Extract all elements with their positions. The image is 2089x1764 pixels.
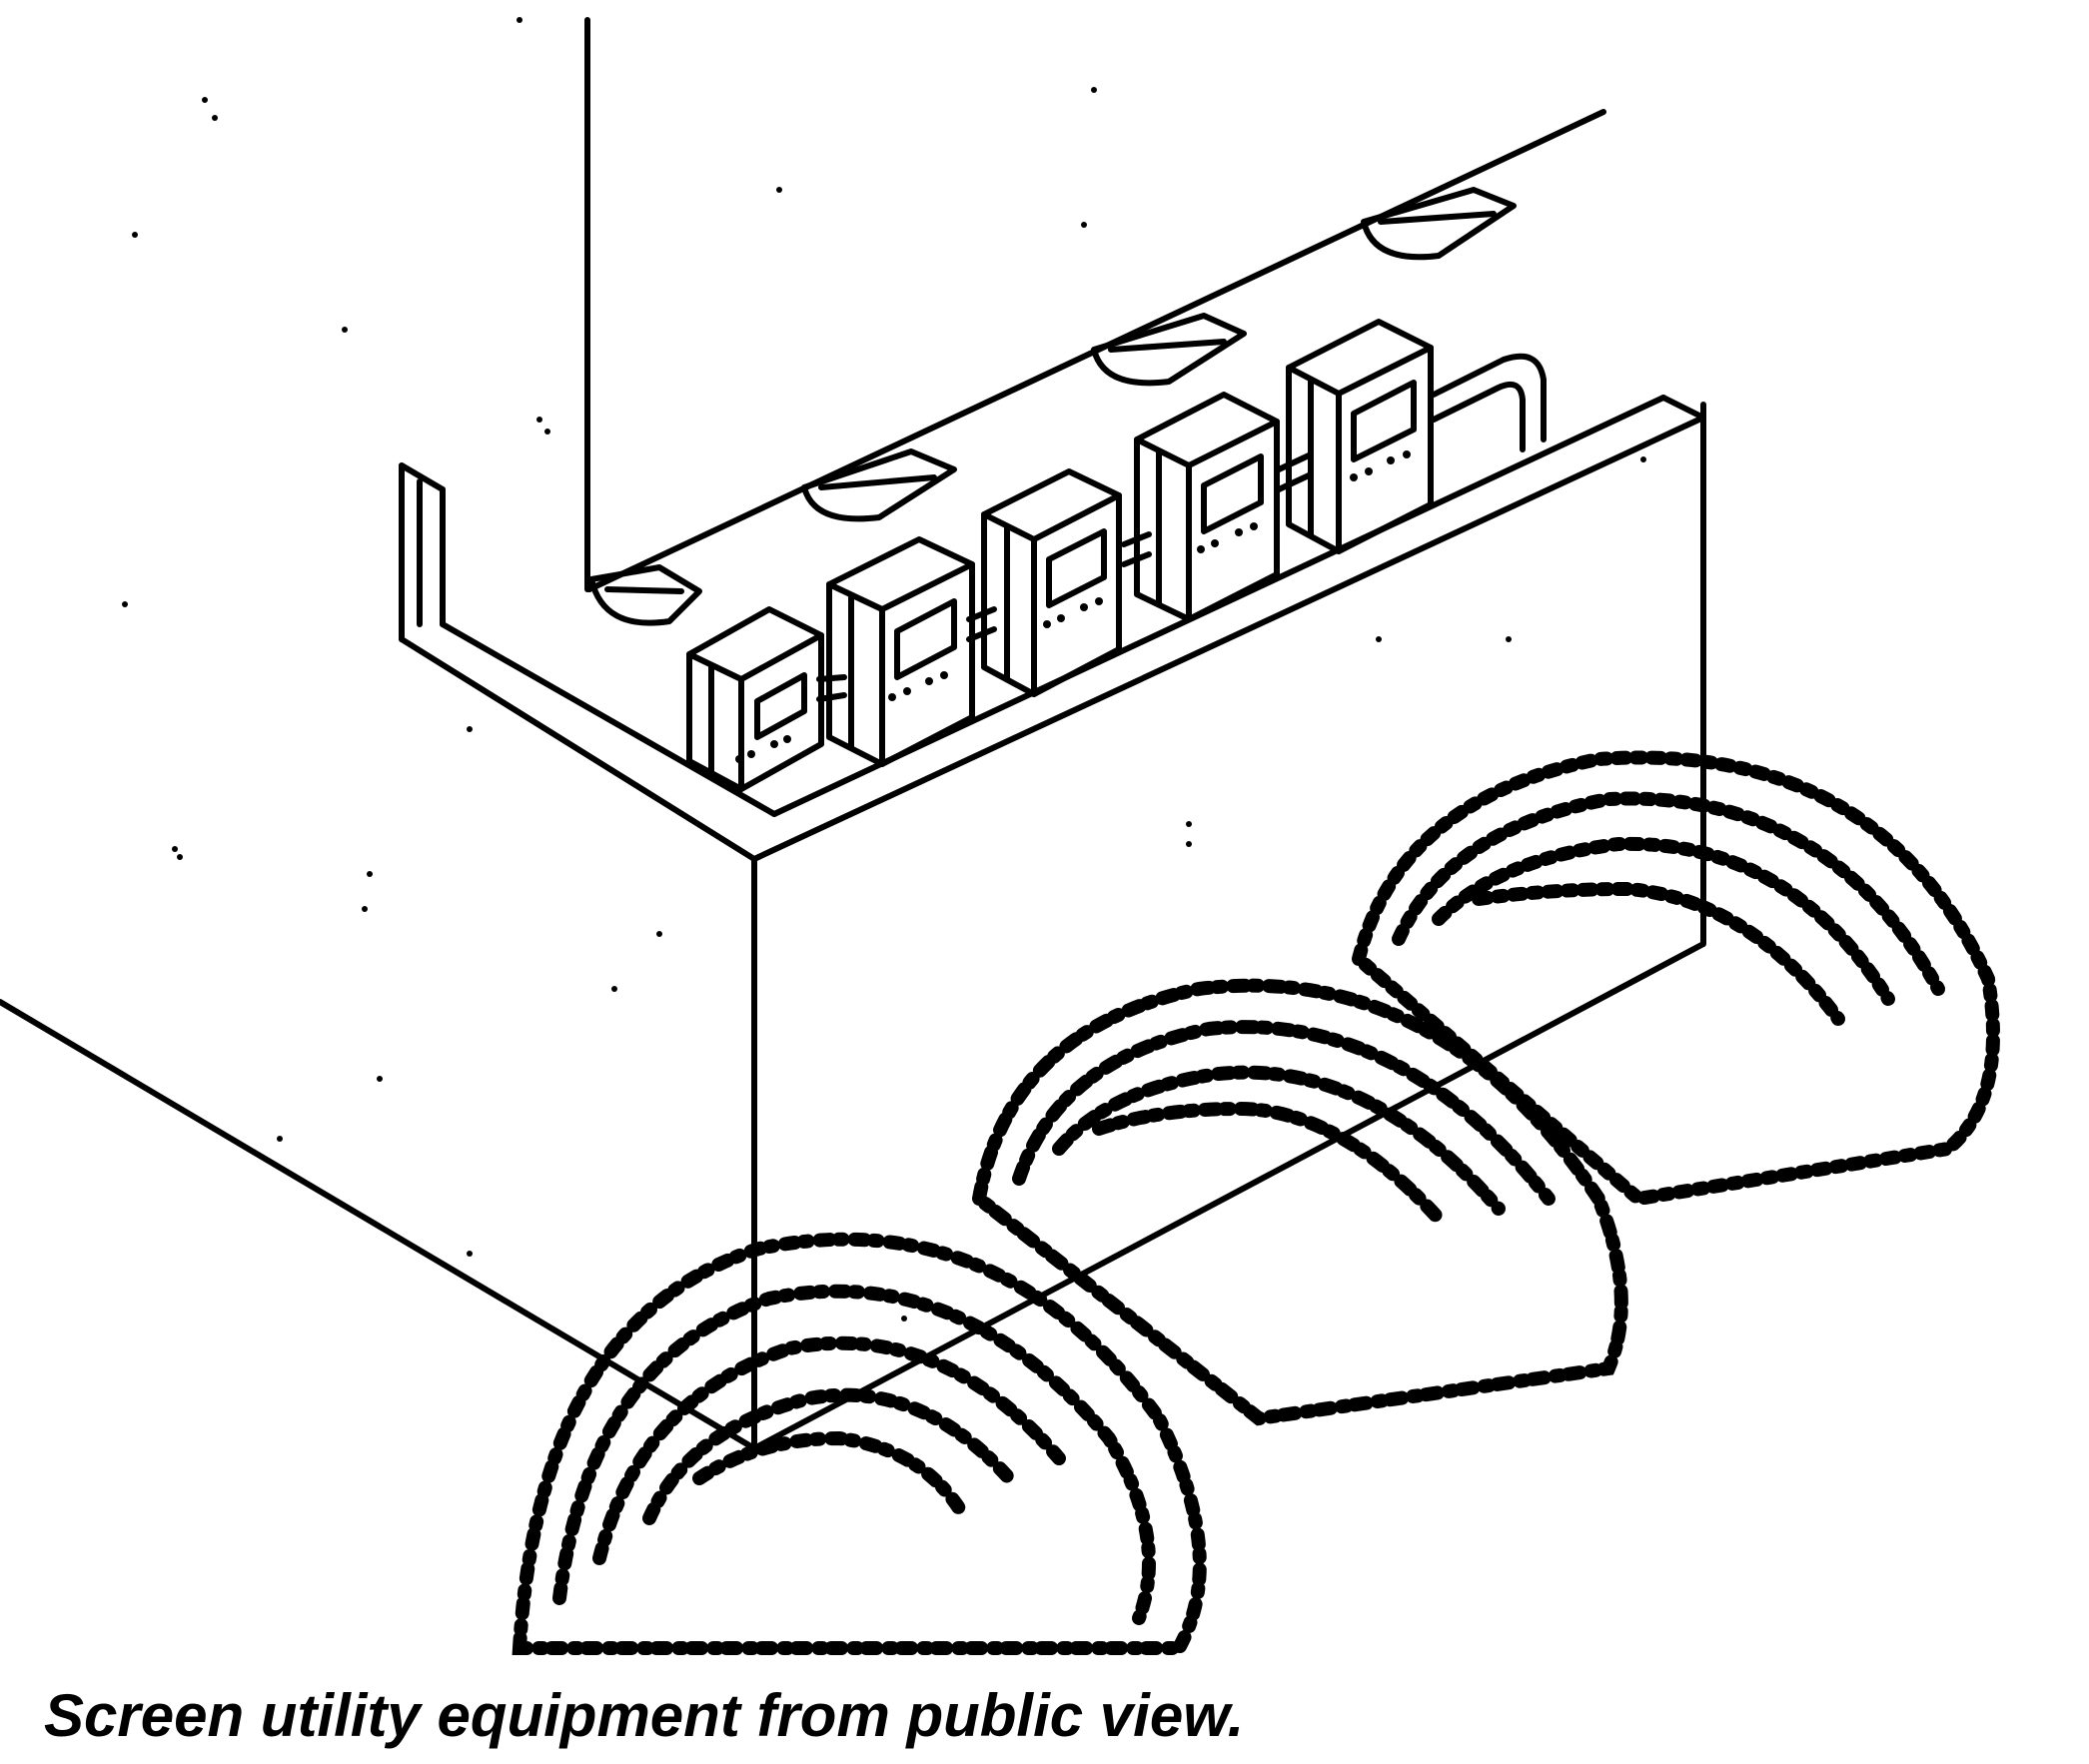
- meter-unit-4: [1134, 392, 1280, 622]
- meter-unit-5: [1286, 319, 1434, 554]
- roof-light-2: [801, 448, 957, 522]
- figure-caption: Screen utility equipment from public vie…: [44, 1682, 1245, 1749]
- shrub-cluster-2: [971, 978, 1628, 1426]
- roof-light-1: [588, 564, 702, 626]
- building-walls: [0, 17, 1706, 1451]
- meter-unit-2: [826, 536, 975, 767]
- roof-light-4: [1361, 187, 1517, 261]
- shrub-cluster-3: [1351, 750, 2000, 1207]
- meter-unit-1: [686, 606, 824, 792]
- shrub-cluster-1: [512, 1232, 1207, 1655]
- wall-speckles: [122, 17, 1646, 1322]
- roof-light-3: [1091, 313, 1247, 387]
- pipes: [816, 353, 1547, 702]
- meter-buttons: [735, 450, 1411, 763]
- meter-unit-3: [981, 468, 1122, 697]
- parapet: [399, 109, 1706, 862]
- wall-base-line: [752, 941, 1705, 1451]
